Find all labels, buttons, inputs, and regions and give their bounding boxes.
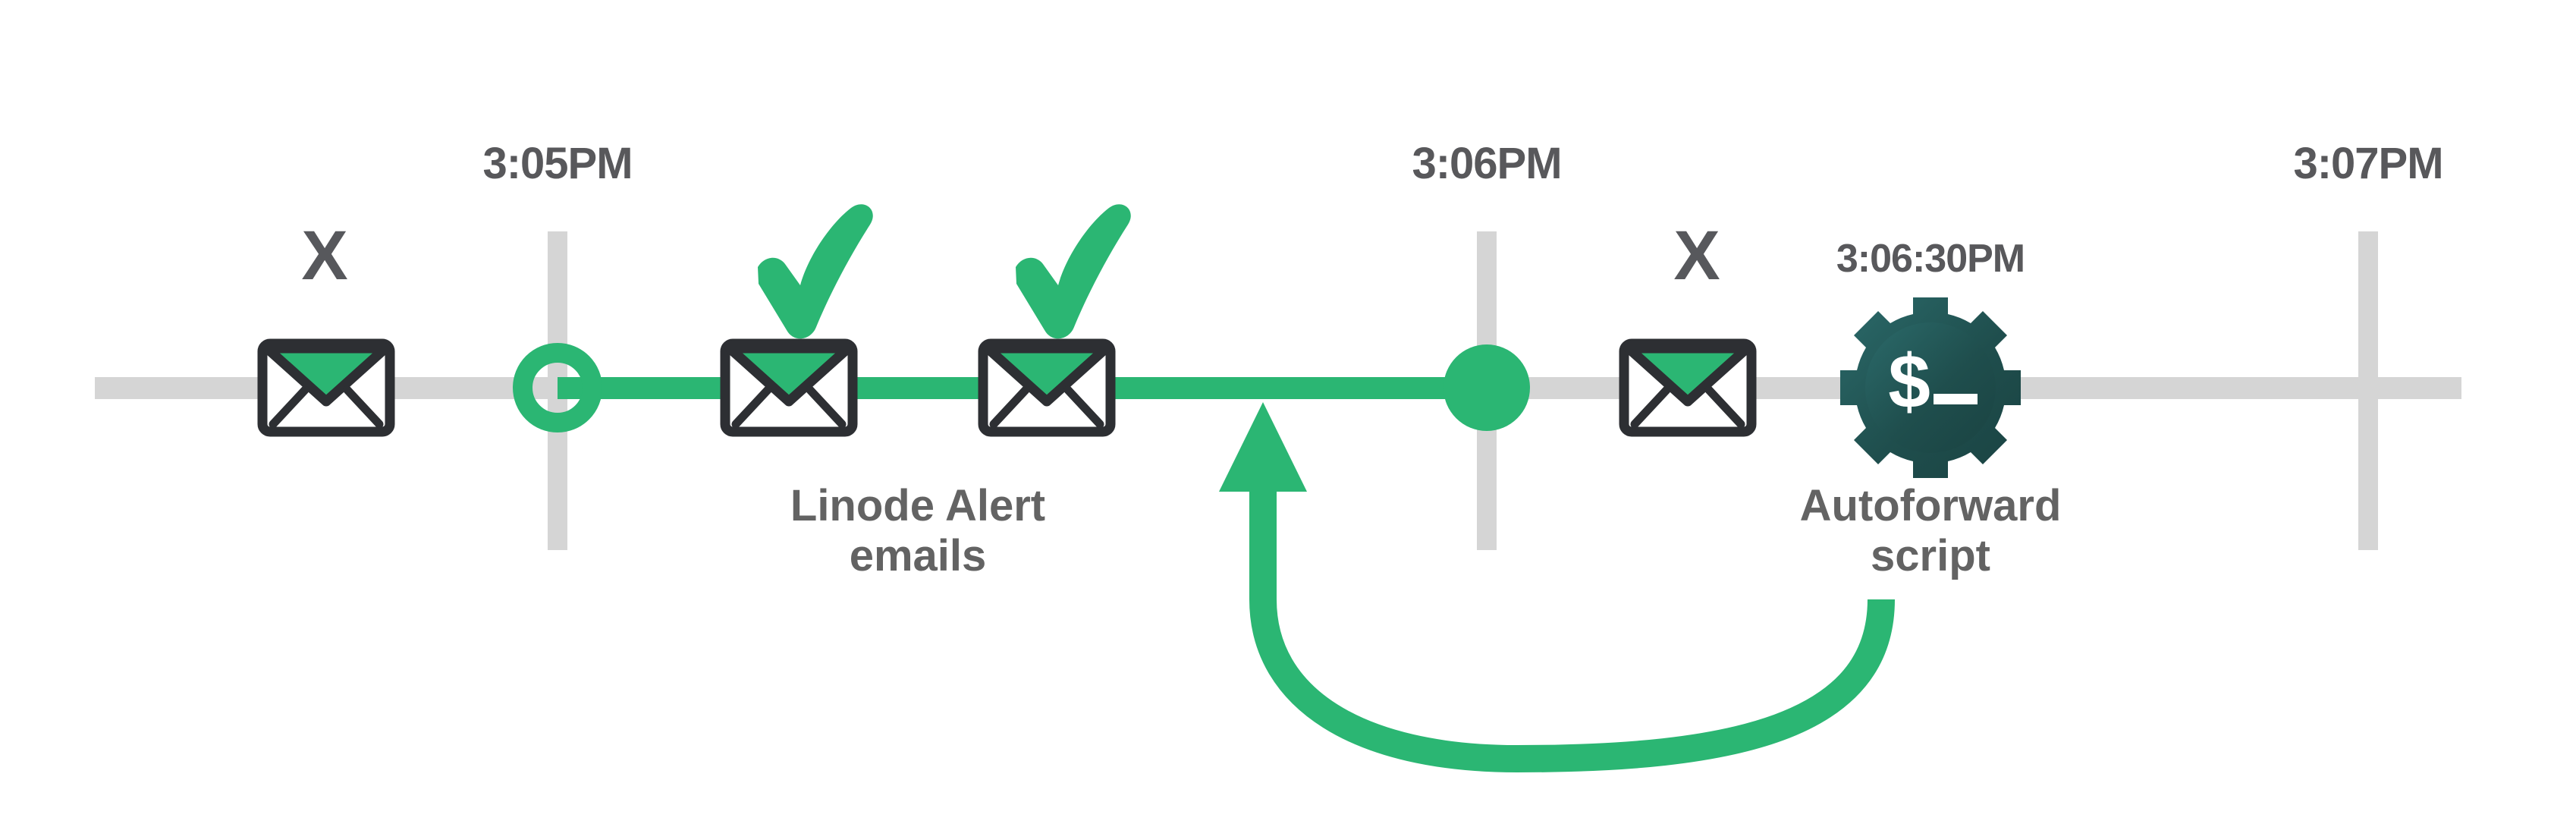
envelope-fold-right xyxy=(343,385,384,429)
autoforward-flow-arrow xyxy=(1219,402,1895,773)
caption-linode-alert: Linode Alert emails xyxy=(790,481,1045,580)
envelope-fold-left xyxy=(1630,385,1671,429)
tick-label-307: 3:07PM xyxy=(2293,139,2442,188)
envelope-fold-right xyxy=(1704,385,1745,429)
envelope-fold-right xyxy=(806,385,847,429)
envelope-flap xyxy=(1623,343,1752,407)
envelope-icon-4[interactable] xyxy=(1619,338,1757,437)
prompt-underscore-glyph xyxy=(1934,394,1978,404)
tick-label-305: 3:05PM xyxy=(482,139,632,188)
flow-arrow-curve xyxy=(1249,486,1895,773)
flow-arrow-head xyxy=(1219,402,1307,492)
envelope-flap xyxy=(724,343,853,407)
script-time-label: 3:06:30PM xyxy=(1836,237,2025,281)
event-group-1[interactable]: X xyxy=(257,217,395,437)
envelope-icon-2[interactable] xyxy=(720,338,858,437)
gear-terminal-icon[interactable]: $ xyxy=(1840,297,2021,478)
envelope-flap xyxy=(982,343,1111,407)
envelope-fold-left xyxy=(989,385,1030,429)
tick-label-306: 3:06PM xyxy=(1412,139,1561,188)
dot-marker-circle xyxy=(1444,344,1530,431)
envelope-fold-right xyxy=(1063,385,1104,429)
event-group-4[interactable]: X xyxy=(1619,217,1757,437)
caption-autoforward-line1: Autoforward xyxy=(1800,481,2062,530)
check-mark-icon-2 xyxy=(1016,204,1131,339)
x-mark-icon-2: X xyxy=(1673,217,1720,294)
gear-hub xyxy=(1865,322,1996,453)
event-group-3[interactable] xyxy=(978,204,1131,437)
dollar-sign-glyph: $ xyxy=(1888,339,1930,424)
tick-mark-307 xyxy=(2358,231,2378,550)
envelope-icon-3[interactable] xyxy=(978,338,1116,437)
caption-linode-alert-line1: Linode Alert xyxy=(790,481,1045,530)
caption-autoforward-line2: script xyxy=(1871,531,1990,580)
envelope-fold-left xyxy=(269,385,309,429)
ring-marker-circle xyxy=(513,343,602,432)
caption-linode-alert-line2: emails xyxy=(850,531,987,580)
envelope-icon-1[interactable] xyxy=(257,338,395,437)
ring-marker-305[interactable] xyxy=(513,343,602,432)
envelope-fold-left xyxy=(731,385,772,429)
x-mark-icon-1: X xyxy=(301,217,347,294)
check-mark-icon-1 xyxy=(758,204,873,339)
tick-labels-group: 3:05PM 3:06PM 3:07PM xyxy=(482,139,2443,188)
caption-autoforward: Autoforward script xyxy=(1800,481,2062,580)
event-group-2[interactable] xyxy=(720,204,873,437)
dot-marker-306[interactable] xyxy=(1444,344,1530,431)
envelope-flap xyxy=(262,343,391,407)
